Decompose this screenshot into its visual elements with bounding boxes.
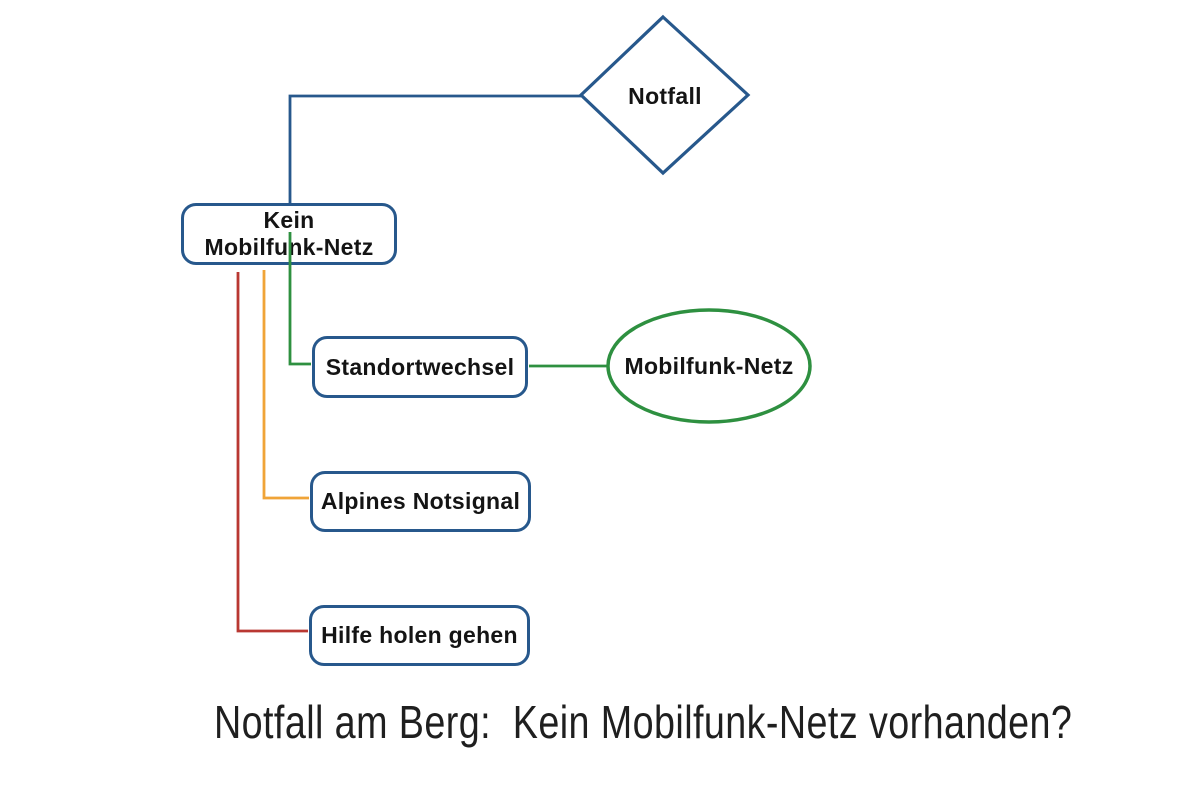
ellipse-label-mobilfunk-netz: Mobilfunk-Netz bbox=[624, 352, 794, 379]
connector-notfall-to-kein-netz bbox=[288, 94, 581, 205]
node-hilfe-holen-gehen: Hilfe holen gehen bbox=[309, 605, 530, 666]
connector-kein-netz-to-alpines-notsignal bbox=[262, 270, 309, 500]
diagram-caption: Notfall am Berg: Kein Mobilfunk-Netz vor… bbox=[214, 696, 1073, 748]
node-alpines-notsignal: Alpines Notsignal bbox=[310, 471, 531, 532]
node-standortwechsel: Standortwechsel bbox=[312, 336, 528, 398]
connector-kein-netz-to-hilfe-holen bbox=[236, 272, 308, 633]
node-kein-mobilfunk-netz: Kein Mobilfunk-Netz bbox=[181, 203, 397, 265]
diamond-label-notfall: Notfall bbox=[628, 82, 702, 109]
